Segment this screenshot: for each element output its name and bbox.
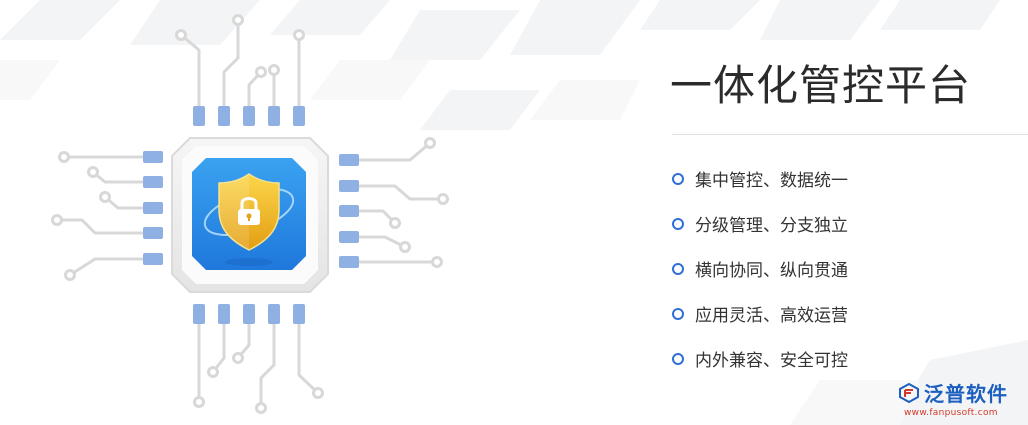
chip-illustration: [51, 14, 449, 414]
feature-label: 横向协同、纵向贯通: [695, 261, 848, 281]
feature-label: 分级管理、分支独立: [695, 216, 848, 236]
circle-outline-icon: [672, 172, 684, 185]
title-divider: [672, 134, 1028, 135]
feature-item: 集中管控、数据统一: [672, 156, 848, 201]
feature-label: 集中管控、数据统一: [695, 171, 848, 191]
feature-item: 分级管理、分支独立: [672, 201, 848, 246]
feature-list: 集中管控、数据统一 分级管理、分支独立 横向协同、纵向贯通 应用灵活、高效运营 …: [672, 156, 848, 381]
page-title: 一体化管控平台: [670, 61, 972, 110]
feature-item: 横向协同、纵向贯通: [672, 246, 848, 291]
feature-item: 内外兼容、安全可控: [672, 336, 848, 381]
brand-url: www.fanpusoft.com: [904, 408, 998, 418]
feature-item: 应用灵活、高效运营: [672, 291, 848, 336]
brand-name: 泛普软件: [924, 382, 1008, 406]
circle-outline-icon: [672, 307, 684, 320]
chip-pins: [143, 106, 359, 324]
feature-label: 应用灵活、高效运营: [695, 306, 848, 326]
circle-outline-icon: [672, 217, 684, 230]
brand-watermark: 泛普软件 www.fanpusoft.com: [898, 378, 1022, 418]
shield-lock-icon: [203, 173, 295, 266]
fanpu-logo-icon: [899, 382, 919, 403]
feature-label: 内外兼容、安全可控: [695, 351, 848, 371]
circuit-nodes: [51, 14, 449, 414]
circle-outline-icon: [672, 262, 684, 275]
circle-outline-icon: [672, 352, 684, 365]
